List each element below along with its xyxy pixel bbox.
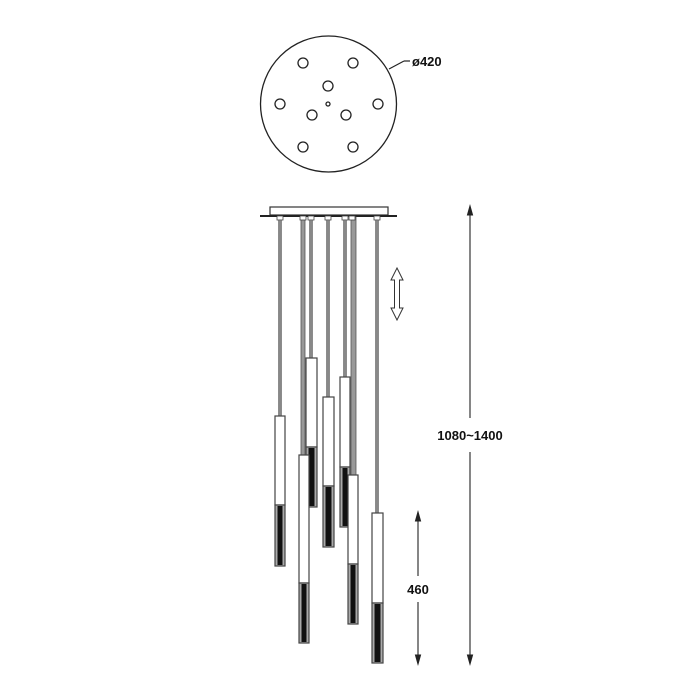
canopy-holes (274, 57, 384, 153)
overall-height-label: 1080~1400 (437, 428, 502, 443)
canopy-plate (269, 206, 389, 216)
tube-light-strip (277, 506, 283, 565)
tube-light-strip (308, 448, 315, 506)
canopy-hole (347, 141, 359, 153)
canopy-hole (322, 80, 334, 92)
overall-height-dimension (466, 203, 474, 667)
tube-body (274, 415, 286, 506)
tube-light-strip (325, 487, 332, 546)
pendant-tube (347, 474, 359, 625)
tube-light-strip (374, 604, 381, 662)
pendant-tube (339, 219, 351, 528)
cord-connector (299, 215, 307, 221)
cord-connector (276, 215, 284, 221)
suspension-cord (375, 219, 379, 514)
tube-light-strip (301, 584, 307, 642)
back-pendant-rod (350, 216, 357, 476)
canopy-hole (274, 98, 286, 110)
cord-connector (324, 215, 332, 221)
tube-body (322, 396, 335, 487)
cord-connector (341, 215, 349, 221)
adjustable-height-arrow-icon (390, 266, 404, 322)
canopy-hole (325, 101, 331, 107)
pendant-tube (305, 219, 318, 508)
suspension-cord (343, 219, 347, 378)
tube-light-strip (342, 468, 348, 526)
pendant-tube (298, 454, 310, 644)
tube-body (305, 357, 318, 448)
pendant-tube (322, 219, 335, 548)
tube-body (371, 512, 384, 604)
pendants (274, 215, 384, 664)
pendant-tube (371, 219, 384, 664)
suspension-cord (278, 219, 282, 417)
back-pendant-rod (300, 216, 306, 495)
canopy-hole (347, 57, 359, 69)
tube-body (298, 454, 310, 584)
canopy-hole (297, 57, 309, 69)
canopy-outline (259, 35, 398, 173)
cord-connector (307, 215, 315, 221)
tube-body (339, 376, 351, 468)
tube-length-label: 460 (407, 582, 429, 597)
canopy-hole (340, 109, 352, 121)
canopy-side-view (260, 206, 397, 217)
suspension-cord (309, 219, 313, 359)
canopy-top-view: ø420 (259, 35, 442, 173)
suspension-cord (326, 219, 330, 398)
tube-body (347, 474, 359, 565)
pendant-tube (274, 219, 286, 567)
cord-connector (348, 215, 356, 221)
diameter-label: ø420 (412, 54, 442, 69)
tube-length-dimension (414, 509, 422, 667)
cord-connector (373, 215, 381, 221)
canopy-hole (306, 109, 318, 121)
canopy-hole (372, 98, 384, 110)
canopy-hole (297, 141, 309, 153)
tube-light-strip (350, 565, 356, 623)
diameter-leader (388, 60, 405, 70)
